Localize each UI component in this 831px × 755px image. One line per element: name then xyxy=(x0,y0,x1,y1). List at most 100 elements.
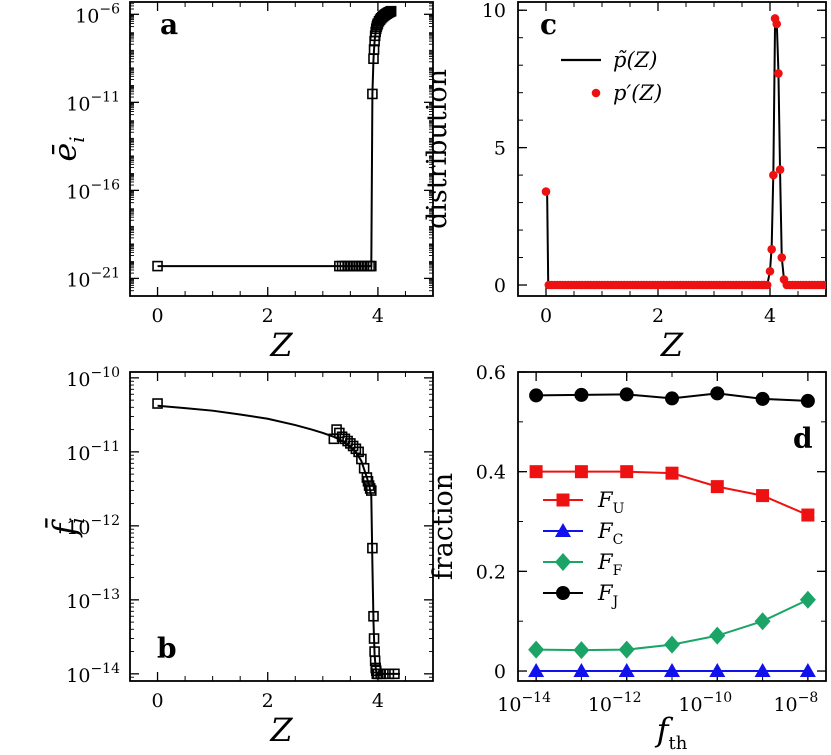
y-tick-label: 10−11 xyxy=(66,439,120,465)
x-tick-label: 10−14 xyxy=(497,690,551,716)
legend-marker xyxy=(591,88,601,98)
y-tick-label: 10−10 xyxy=(66,365,120,391)
y-tick-label: 10−21 xyxy=(66,265,120,291)
data-point-F_U xyxy=(801,508,815,522)
fit-curve xyxy=(157,404,400,675)
data-point-F_J xyxy=(619,387,634,402)
legend-label: p̃(Z) xyxy=(613,48,657,72)
y-axis-label: fraction xyxy=(428,473,459,580)
data-point-F_U xyxy=(710,480,724,494)
legend-label: FF xyxy=(597,550,623,579)
x-axis-label: Z xyxy=(269,711,293,749)
data-point-F_C xyxy=(573,663,590,678)
data-point xyxy=(365,260,377,272)
plot-area xyxy=(152,398,400,680)
data-point-F_U xyxy=(529,465,543,479)
y-tick-label: 10−13 xyxy=(66,587,120,613)
x-tick-label: 2 xyxy=(262,305,274,327)
data-point xyxy=(353,446,364,458)
data-point-F_U xyxy=(620,465,634,479)
data-point xyxy=(383,668,395,680)
legend-marker xyxy=(555,553,571,571)
data-point xyxy=(774,69,783,78)
data-point xyxy=(364,483,376,494)
data-point-F_J xyxy=(710,386,725,401)
y-tick-label: 10−12 xyxy=(66,513,120,539)
data-point-F_J xyxy=(755,391,770,406)
y-axis-label-text: f̄i xyxy=(45,517,89,537)
data-point xyxy=(389,668,400,680)
data-point-F_U xyxy=(574,465,588,479)
y-axis-label-text: ēi xyxy=(46,136,89,161)
x-axis-label: Z xyxy=(660,326,684,364)
data-point-F_U xyxy=(665,466,679,480)
x-axis-label: Z xyxy=(269,326,293,364)
y-tick-label: 10−16 xyxy=(66,177,120,203)
data-point-F_F xyxy=(799,590,816,609)
legend-marker xyxy=(556,493,570,507)
x-tick-label: 0 xyxy=(151,690,163,712)
y-axis-label: ēi xyxy=(46,136,89,161)
data-point xyxy=(368,610,379,622)
data-point xyxy=(385,5,397,17)
data-point xyxy=(345,438,356,449)
data-point-F_C xyxy=(664,663,680,678)
y-axis-label: distribution xyxy=(422,69,453,229)
data-point-F_C xyxy=(618,663,635,678)
panel-letter: a xyxy=(160,8,178,41)
data-point xyxy=(367,542,378,554)
x-tick-label: 4 xyxy=(372,690,384,712)
data-point-F_J xyxy=(529,388,544,403)
plot-area xyxy=(528,386,816,678)
legend-label: FU xyxy=(597,488,625,517)
data-point-F_J xyxy=(800,393,815,408)
data-point-F_C xyxy=(528,663,545,678)
data-point-F_J xyxy=(574,387,589,402)
y-tick-label: 10−6 xyxy=(75,1,120,27)
x-tick-label: 4 xyxy=(764,305,776,327)
data-point xyxy=(541,187,551,196)
y-tick-label: 0 xyxy=(494,661,506,683)
data-point xyxy=(347,440,359,452)
y-tick-label: 10−11 xyxy=(66,89,120,115)
y-tick-label: 10 xyxy=(482,0,506,22)
x-tick-label: 0 xyxy=(151,305,163,327)
data-point-F_F xyxy=(618,640,635,659)
data-point xyxy=(152,398,163,409)
y-tick-label: 0.6 xyxy=(476,362,506,384)
series-line xyxy=(157,10,392,268)
data-point-F_F xyxy=(754,612,771,631)
x-tick-label: 4 xyxy=(372,305,384,327)
legend-label: p′(Z) xyxy=(613,81,662,105)
x-tick-label: 2 xyxy=(652,305,664,327)
y-axis-label-text: distribution xyxy=(422,69,453,229)
x-tick-label: 2 xyxy=(262,690,274,712)
data-point-F_F xyxy=(528,640,545,659)
data-point-F_F xyxy=(573,641,590,660)
data-point xyxy=(821,280,826,290)
plot-area xyxy=(541,14,826,290)
legend-label: FC xyxy=(597,519,623,548)
data-point xyxy=(369,655,381,667)
data-point-F_J xyxy=(665,391,679,406)
axes-frame xyxy=(129,371,434,682)
panel-letter: c xyxy=(540,8,557,41)
y-tick-label: 10−14 xyxy=(66,661,120,687)
data-point xyxy=(378,668,389,680)
data-point-F_F xyxy=(709,626,726,645)
y-axis-label: f̄i xyxy=(45,517,89,537)
data-point-F_C xyxy=(754,663,771,678)
data-point xyxy=(331,424,342,435)
legend-marker xyxy=(556,586,570,600)
data-point-F_C xyxy=(709,663,726,678)
x-axis-label: fth xyxy=(655,711,688,754)
data-point-F_U xyxy=(756,489,770,503)
data-point xyxy=(368,633,380,644)
panel-letter: d xyxy=(793,422,813,455)
legend-marker xyxy=(555,523,571,537)
data-point-F_C xyxy=(799,663,816,678)
